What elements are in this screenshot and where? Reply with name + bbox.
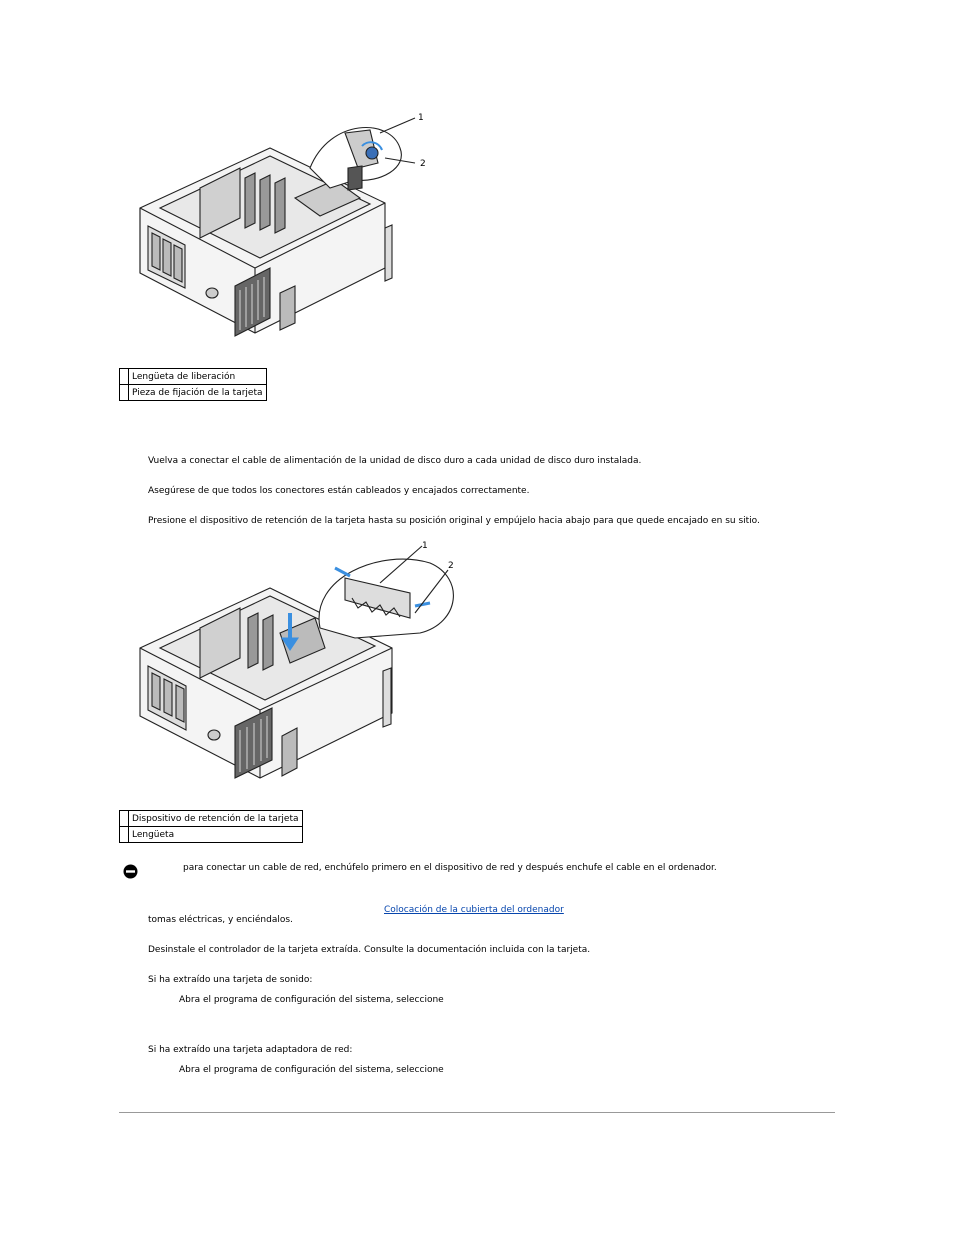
legend-num (119, 368, 129, 385)
legend-num (119, 384, 129, 401)
step-sound-card: Si ha extraído una tarjeta de sonido: (148, 975, 313, 985)
horizontal-rule (119, 1112, 835, 1113)
legend-text: Dispositivo de retención de la tarjeta (128, 810, 303, 827)
legend-text: Lengüeta de liberación (128, 368, 267, 385)
substep-network-setup: Abra el programa de configuración del si… (179, 1065, 444, 1075)
legend-row: Lengüeta de liberación (119, 368, 267, 385)
callout-2: 2 (420, 159, 426, 169)
legend-num (119, 826, 129, 843)
legend-row: Lengüeta (119, 826, 303, 843)
legend-row: Pieza de fijación de la tarjeta (119, 384, 267, 401)
legend-row: Dispositivo de retención de la tarjeta (119, 810, 303, 827)
callout-1: 1 (418, 113, 424, 123)
callout-1: 1 (422, 541, 428, 551)
legend-text: Lengüeta (128, 826, 303, 843)
figure1-legend: Lengüeta de liberación Pieza de fijación… (119, 368, 267, 401)
step-reconnect-power: Vuelva a conectar el cable de alimentaci… (148, 456, 642, 466)
legend-text: Pieza de fijación de la tarjeta (128, 384, 267, 401)
outlets-text: tomas eléctricas, y enciéndalos. (148, 915, 293, 925)
step-check-connectors: Asegúrese de que todos los conectores es… (148, 486, 530, 496)
legend-num (119, 810, 129, 827)
cover-link[interactable]: Colocación de la cubierta del ordenador (384, 905, 564, 915)
notice-icon (123, 864, 138, 879)
figure-card-retention-release: 1 2 (130, 108, 440, 358)
figure2-legend: Dispositivo de retención de la tarjeta L… (119, 810, 303, 843)
notice-text: para conectar un cable de red, enchúfelo… (183, 863, 717, 873)
callout-2: 2 (448, 561, 454, 571)
step-press-retention: Presione el dispositivo de retención de … (148, 516, 760, 526)
figure-card-retention-device: 1 2 (130, 538, 470, 798)
step-uninstall-driver: Desinstale el controlador de la tarjeta … (148, 945, 591, 955)
substep-sound-setup: Abra el programa de configuración del si… (179, 995, 444, 1005)
step-network-card: Si ha extraído una tarjeta adaptadora de… (148, 1045, 353, 1055)
